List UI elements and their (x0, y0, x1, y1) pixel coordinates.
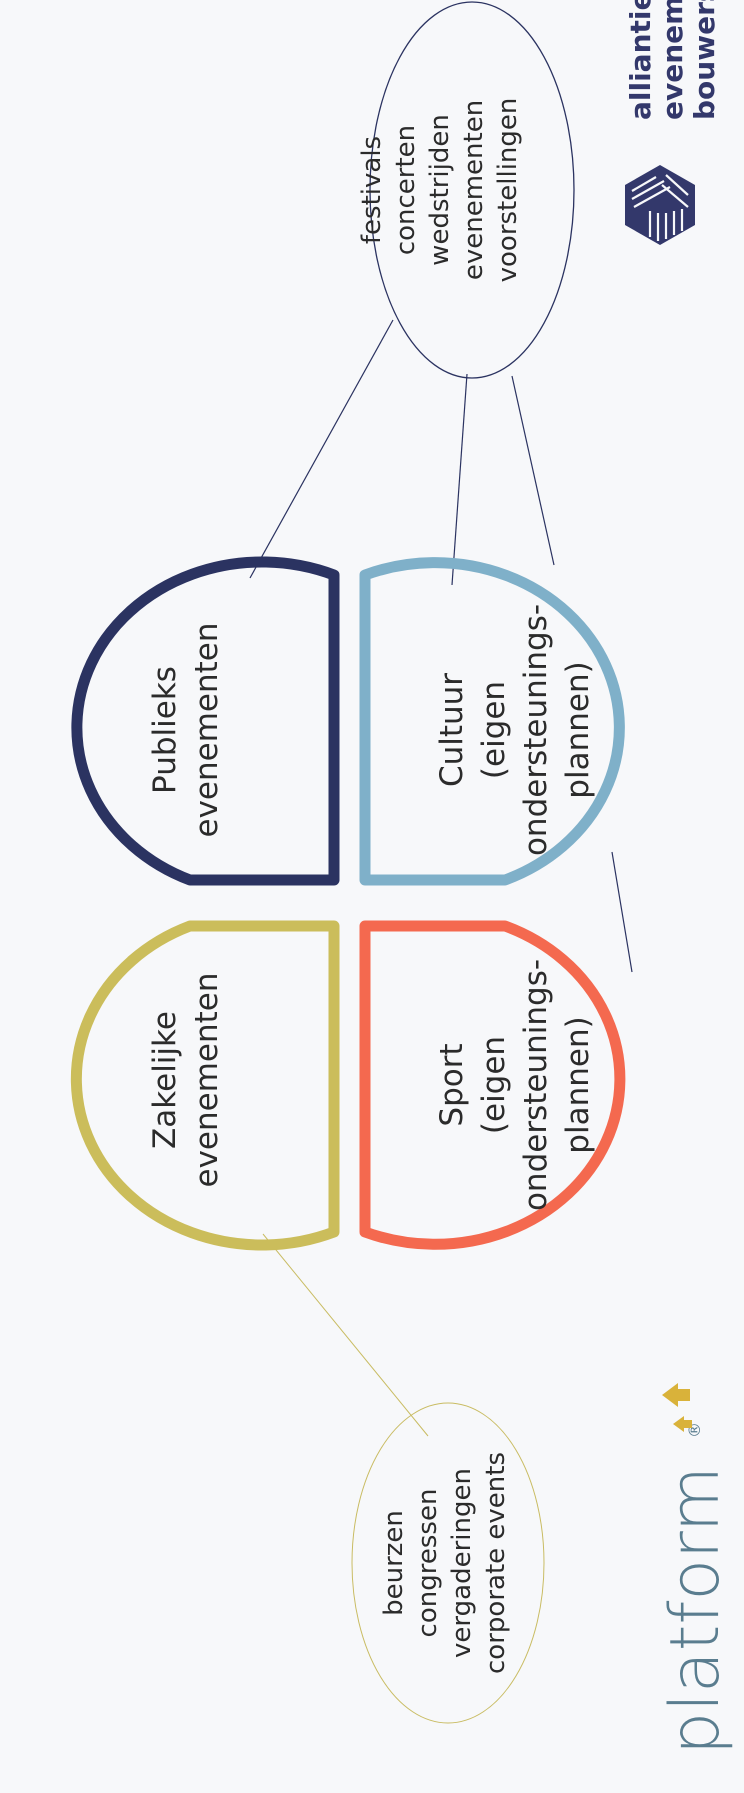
bubble-public-type: voorstellingen (493, 98, 523, 283)
bubble-public-type: festivals (357, 136, 387, 244)
bubble-business-types (351, 1402, 545, 1724)
shape-cultuur (359, 557, 625, 886)
label-sport-line3: ondersteunings- (518, 959, 554, 1211)
bubble-business-types-text: beurzen congressen vergaderingen corpora… (379, 1452, 511, 1674)
alliantie-line: alliantie (624, 0, 657, 120)
bubble-public-type: evenementen (459, 100, 489, 280)
label-cultuur-line4: plannen) (560, 661, 596, 798)
shape-publieks (71, 556, 340, 886)
label-cultuur-line3: ondersteunings- (518, 604, 554, 856)
shape-sport (359, 920, 626, 1250)
alliantie-line: evenemen (656, 0, 689, 120)
label-publieks-line2: evenementen (189, 622, 225, 837)
alliantie-line: bouwers (688, 0, 721, 120)
arrow-up-icon-small (673, 1416, 692, 1432)
bubble-public-type: concerten (391, 125, 421, 255)
label-zakelijke-line2: evenementen (189, 972, 225, 1187)
bubble-business-type: beurzen (379, 1510, 409, 1616)
label-sport-line4: plannen) (560, 1016, 596, 1153)
platform-text: platform (656, 1466, 735, 1755)
label-sport-line2: (eigen (476, 1036, 512, 1134)
label-cultuur-line2: (eigen (476, 681, 512, 779)
label-cultuur-line1: Cultuur (434, 673, 470, 787)
label-publieks: Publieks evenementen (147, 622, 225, 837)
hexagon-cube-icon-stripes (631, 174, 689, 241)
label-sport: Sport (eigen ondersteunings- plannen) (434, 959, 596, 1211)
bubble-business-type: vergaderingen (447, 1468, 477, 1658)
platform-logo: platform ® (656, 1383, 735, 1755)
bubble-business-type: congressen (413, 1489, 443, 1638)
connector-cultuur-sport (611, 851, 633, 973)
connector-zakelijke-bubble (262, 1233, 429, 1437)
shape-zakelijke (70, 920, 340, 1251)
label-zakelijke-line1: Zakelijke (147, 1011, 183, 1149)
bubble-public-type: wedstrijden (425, 114, 455, 266)
bubble-public-types-text: festivals concerten wedstrijden evenemen… (357, 98, 523, 283)
label-zakelijke: Zakelijke evenementen (147, 972, 225, 1187)
label-publieks-line1: Publieks (147, 666, 183, 794)
hexagon-cube-icon (625, 165, 695, 245)
alliantie-logo: alliantie evenemen bouwers (624, 0, 721, 245)
connector-cultuur-bubble-b (511, 375, 555, 566)
connector-cultuur-bubble-a (451, 373, 468, 586)
arrow-up-icon-large (662, 1383, 690, 1407)
arrow-up-icon (662, 1383, 692, 1432)
bubble-business-type: corporate events (481, 1452, 511, 1674)
connector-publieks-bubble (249, 319, 394, 579)
label-cultuur: Cultuur (eigen ondersteunings- plannen) (434, 604, 596, 856)
connectors (249, 319, 633, 1437)
alliantie-text: alliantie evenemen bouwers (624, 0, 721, 120)
platform-wordmark: platform (656, 1466, 735, 1755)
bubble-public-types (369, 1, 575, 379)
label-sport-line1: Sport (434, 1043, 470, 1126)
